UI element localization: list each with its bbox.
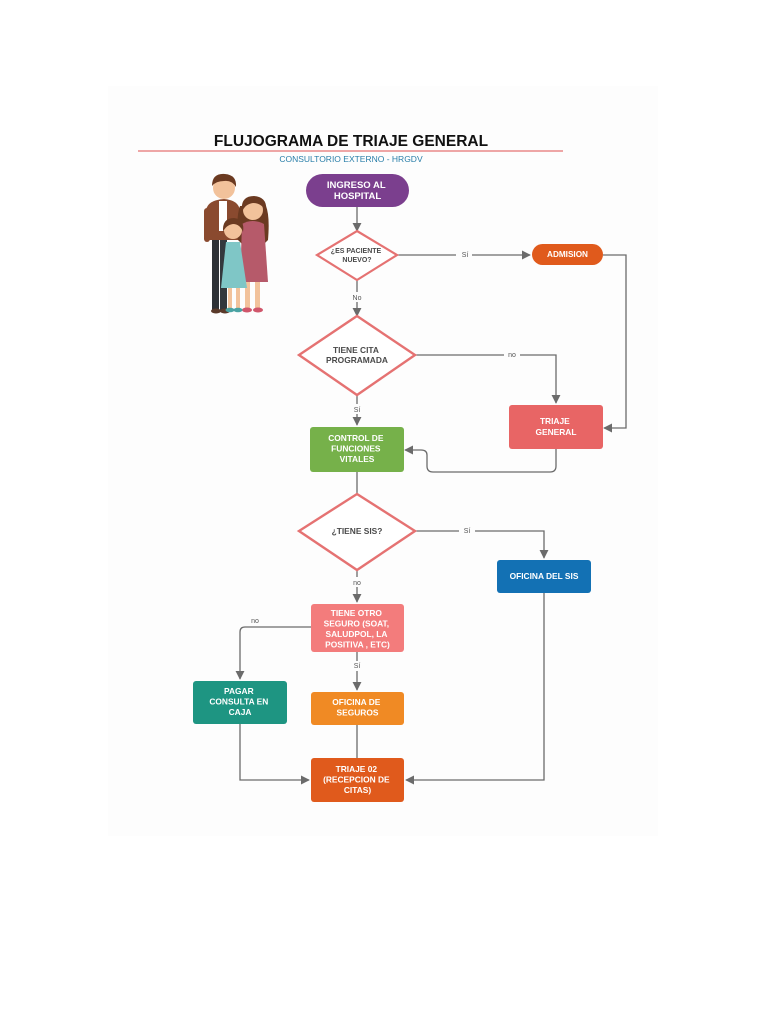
svg-text:OFICINA DEL SIS: OFICINA DEL SIS	[510, 571, 579, 581]
node-otro-seguro-line-2: SEGURO (SOAT,	[324, 619, 389, 629]
svg-text:TRIAJE 02 (RECEPCION D: TRIAJE 02 (RECEPCION DE CITAS)	[323, 764, 392, 795]
node-oficina-sis-line-1: OFICINA DEL SIS	[510, 571, 579, 581]
node-pagar-line-1: PAGAR	[224, 686, 254, 696]
svg-text:CONTROL DE FUNCIONES: CONTROL DE FUNCIONES VITALES	[328, 433, 386, 464]
node-oficina-seguros: OFICINA DE SEGUROS	[311, 692, 404, 725]
family-illustration	[204, 173, 269, 314]
svg-text:PAGAR CONSULTA EN: PAGAR CONSULTA EN CAJA	[209, 686, 270, 717]
label-cita-si: Sí	[354, 407, 361, 414]
label-nuevo-si: Sí	[462, 252, 469, 259]
node-triaje-02: TRIAJE 02 (RECEPCION DE CITAS)	[311, 758, 404, 802]
decision-sis-line-1: ¿TIENE SIS?	[332, 526, 383, 536]
node-pagar-line-3: CAJA	[229, 707, 252, 717]
node-triaje-general: TRIAJE GENERAL	[509, 405, 603, 449]
svg-text:INGRESO AL HOSPITAL: INGRESO AL HOSPITAL	[327, 180, 388, 202]
flow-edges	[235, 207, 627, 785]
node-otro-seguro-line-4: POSITIVA , ETC)	[325, 640, 390, 650]
decision-tiene-sis: ¿TIENE SIS?	[296, 492, 418, 572]
node-oficina-seguros-line-1: OFICINA DE	[332, 697, 380, 707]
node-triaje-general-line-1: TRIAJE	[540, 416, 570, 426]
node-triaje-02-line-3: CITAS)	[344, 785, 372, 795]
node-triaje-02-line-2: (RECEPCION DE	[323, 775, 390, 785]
mother-figure	[237, 196, 269, 313]
node-control-line-3: VITALES	[340, 454, 375, 464]
node-control-funciones: CONTROL DE FUNCIONES VITALES	[310, 427, 404, 472]
decision-cita-line-2: PROGRAMADA	[326, 355, 388, 365]
svg-text:TIENE OTRO SEGURO (SOA: TIENE OTRO SEGURO (SOAT, SALUDPOL, LA PO…	[324, 608, 392, 650]
decision-es-paciente-nuevo: ¿ES PACIENTE NUEVO?	[314, 229, 400, 282]
node-admision-line-1: ADMISION	[547, 250, 588, 259]
edge-pagar-to-triaje-02	[239, 724, 310, 785]
svg-text:TRIAJE GENERAL: TRIAJE GENERAL	[536, 416, 577, 437]
svg-text:¿TIENE SIS?: ¿TIENE SIS?	[332, 526, 383, 536]
node-triaje-02-line-1: TRIAJE 02	[336, 764, 378, 774]
svg-text:OFICINA DE SEGUROS: OFICINA DE SEGUROS	[332, 697, 382, 718]
node-otro-seguro-line-1: TIENE OTRO	[331, 608, 383, 618]
node-oficina-sis: OFICINA DEL SIS	[497, 560, 591, 593]
svg-text:TIENE CITA PROGRAMADA: TIENE CITA PROGRAMADA	[326, 345, 388, 365]
label-sis-no: no	[353, 580, 361, 587]
decision-cita-line-1: TIENE CITA	[333, 345, 379, 355]
edge-labels: Sí No no Sí Sí no no Sí	[251, 249, 520, 671]
node-ingreso-line-1: INGRESO AL	[327, 180, 386, 191]
edge-sis-si-to-oficina-sis	[415, 530, 549, 559]
decision-nuevo-line-2: NUEVO?	[342, 257, 371, 264]
node-triaje-general-line-2: GENERAL	[536, 427, 577, 437]
svg-text:¿ES PACIENTE NUEVO?: ¿ES PACIENTE NUEVO?	[331, 248, 383, 264]
decision-tiene-cita: TIENE CITA PROGRAMADA	[296, 314, 418, 397]
label-sis-si: Sí	[464, 528, 471, 535]
node-tiene-otro-seguro: TIENE OTRO SEGURO (SOAT, SALUDPOL, LA PO…	[311, 604, 404, 652]
node-ingreso: INGRESO AL HOSPITAL	[306, 174, 409, 207]
node-pagar-line-2: CONSULTA EN	[209, 697, 268, 707]
svg-text:ADMISION: ADMISION	[547, 250, 588, 259]
label-otro-seguro-si: Sí	[354, 663, 361, 670]
edge-otro-seguro-no-to-pagar	[235, 626, 311, 680]
decision-nuevo-line-1: ¿ES PACIENTE	[331, 248, 382, 255]
node-control-line-1: CONTROL DE	[328, 433, 384, 443]
girl-figure	[221, 218, 247, 313]
node-ingreso-line-2: HOSPITAL	[334, 191, 382, 202]
edge-oficina-sis-to-triaje-02	[405, 593, 545, 785]
label-nuevo-no: No	[353, 295, 362, 302]
node-control-line-2: FUNCIONES	[331, 444, 381, 454]
edge-admision-to-triaje-general	[603, 254, 627, 433]
node-oficina-seguros-line-2: SEGUROS	[337, 708, 379, 718]
label-otro-seguro-no: no	[251, 618, 259, 625]
page-title: FLUJOGRAMA DE TRIAJE GENERAL	[214, 133, 488, 150]
label-cita-no: no	[508, 352, 516, 359]
edge-cita-no-to-triaje-general	[415, 354, 561, 404]
node-otro-seguro-line-3: SALUDPOL, LA	[326, 629, 388, 639]
node-pagar-consulta: PAGAR CONSULTA EN CAJA	[193, 681, 287, 724]
node-admision: ADMISION	[532, 244, 603, 265]
edge-triaje-general-to-control	[404, 445, 557, 473]
page-subtitle: CONSULTORIO EXTERNO - HRGDV	[279, 154, 423, 164]
